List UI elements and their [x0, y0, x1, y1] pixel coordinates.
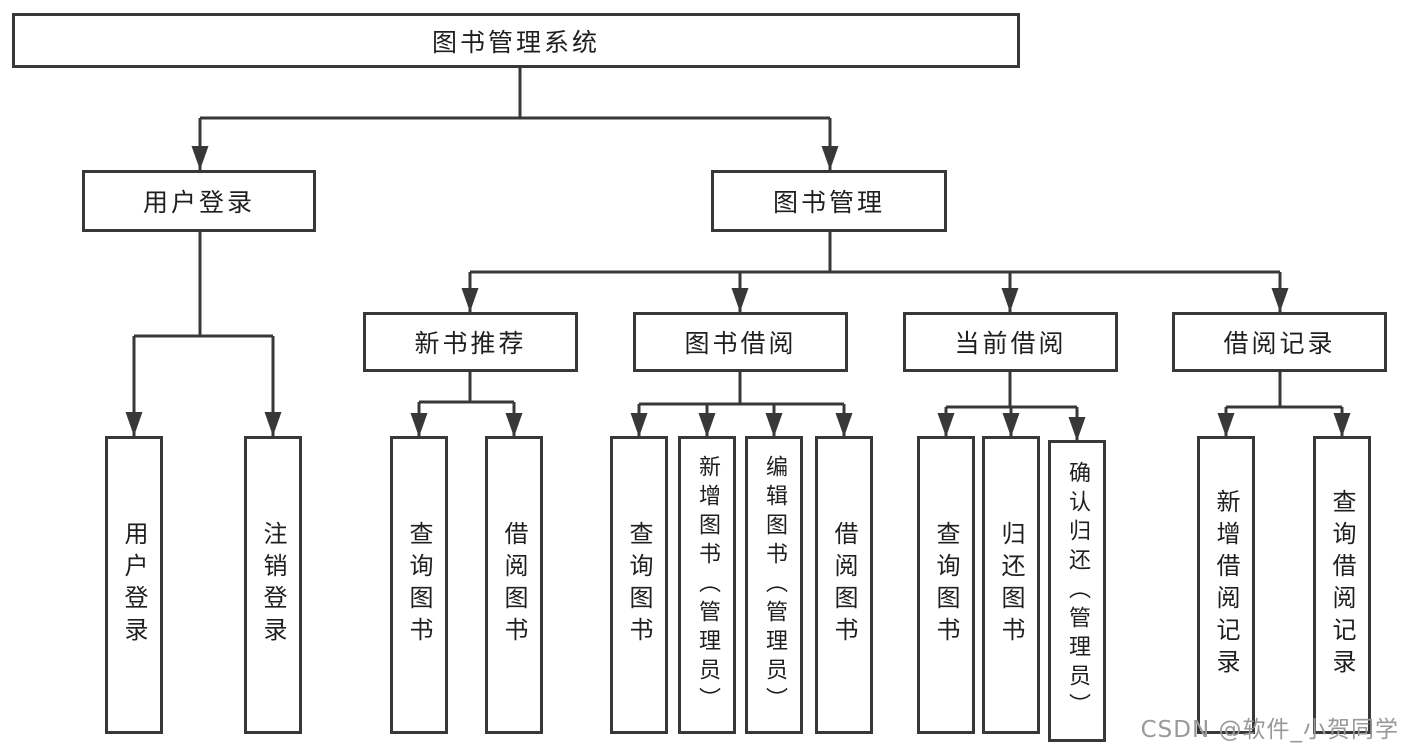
node-new-book-recommend: 新书推荐: [363, 312, 578, 372]
node-borrow-records: 借阅记录: [1172, 312, 1387, 372]
node-label: 用户登录: [142, 188, 255, 217]
leaf-label: 注销登录: [259, 521, 287, 649]
node-label: 图书借阅: [684, 329, 797, 358]
leaf-borrow-books: 借阅图书: [815, 436, 873, 734]
leaf-label: 确认归还（管理员）: [1065, 460, 1090, 722]
leaf-borrow-books: 借阅图书: [485, 436, 543, 734]
csdn-watermark: CSDN @软件_小贺同学: [1140, 717, 1399, 743]
node-user-login: 用户登录: [82, 170, 316, 232]
leaf-add-book-admin: 新增图书（管理员）: [678, 436, 736, 734]
node-book-borrow: 图书借阅: [633, 312, 848, 372]
leaf-label: 查询图书: [625, 521, 653, 649]
leaf-label: 归还图书: [997, 521, 1025, 649]
node-label: 新书推荐: [414, 329, 527, 358]
leaf-label: 编辑图书（管理员）: [762, 454, 787, 716]
leaf-logout: 注销登录: [244, 436, 302, 734]
node-label: 图书管理系统: [431, 27, 600, 57]
leaf-label: 借阅图书: [500, 521, 528, 649]
node-system-root: 图书管理系统: [12, 13, 1020, 68]
leaf-label: 新增图书（管理员）: [695, 454, 720, 716]
leaf-label: 借阅图书: [830, 521, 858, 649]
leaf-label: 查询借阅记录: [1328, 489, 1356, 681]
node-book-management: 图书管理: [711, 170, 947, 232]
leaf-label: 查询图书: [932, 521, 960, 649]
leaf-add-borrow-record: 新增借阅记录: [1197, 436, 1255, 734]
node-label: 图书管理: [772, 188, 885, 217]
leaf-return-books: 归还图书: [982, 436, 1040, 734]
leaf-query-borrow-record: 查询借阅记录: [1313, 436, 1371, 734]
leaf-user-login: 用户登录: [105, 436, 163, 734]
node-label: 借阅记录: [1223, 329, 1336, 358]
leaf-label: 查询图书: [405, 521, 433, 649]
leaf-confirm-return-admin: 确认归还（管理员）: [1048, 440, 1106, 742]
connectors: [125, 68, 1351, 441]
leaf-query-books: 查询图书: [917, 436, 975, 734]
node-current-borrow: 当前借阅: [903, 312, 1118, 372]
leaf-label: 新增借阅记录: [1212, 489, 1240, 681]
leaf-label: 用户登录: [120, 521, 148, 649]
leaf-edit-book-admin: 编辑图书（管理员）: [745, 436, 803, 734]
leaf-query-books: 查询图书: [610, 436, 668, 734]
leaf-query-books: 查询图书: [390, 436, 448, 734]
node-label: 当前借阅: [954, 329, 1067, 358]
